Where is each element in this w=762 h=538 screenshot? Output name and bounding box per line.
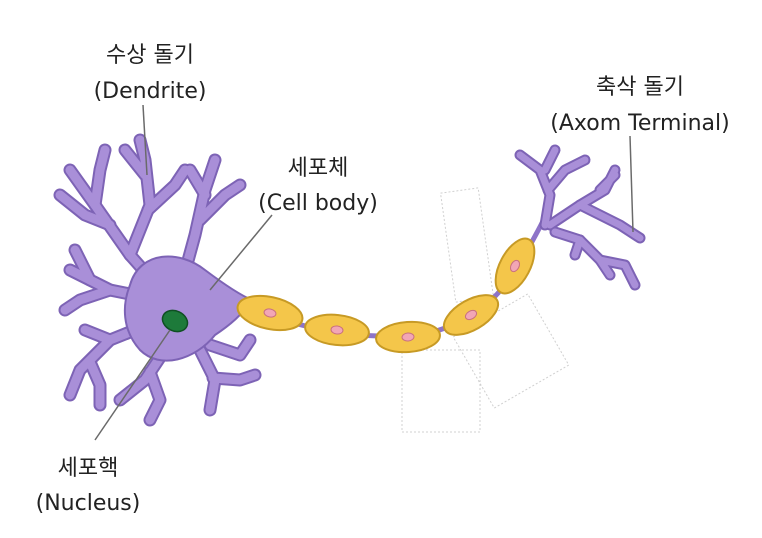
leader-nucleus	[94, 329, 171, 441]
background-ghost-shapes	[401, 187, 570, 433]
label-nucleus: 세포핵 (Nucleus)	[36, 456, 141, 516]
myelin-segment	[236, 294, 304, 332]
cell-body	[123, 255, 254, 362]
label-axon-terminal: 축삭 돌기 (Axom Terminal)	[550, 75, 729, 136]
myelin-segment	[442, 294, 500, 336]
axon-terminal	[514, 144, 646, 291]
leader-cell-body	[209, 214, 273, 291]
nucleus	[161, 309, 189, 333]
label-axon-terminal-english: (Axom Terminal)	[550, 111, 729, 136]
myelin-segment	[375, 320, 441, 354]
label-cell-body: 세포체 (Cell body)	[258, 156, 378, 216]
myelin-segment	[304, 313, 370, 347]
label-axon-terminal-korean: 축삭 돌기	[596, 75, 684, 100]
label-nucleus-english: (Nucleus)	[36, 491, 141, 516]
label-dendrite-korean: 수상 돌기	[106, 43, 194, 68]
label-nucleus-korean: 세포핵	[58, 456, 119, 481]
myelin-sheath	[236, 237, 536, 354]
label-dendrite-english: (Dendrite)	[94, 79, 207, 104]
label-cell-body-english: (Cell body)	[258, 191, 378, 216]
label-dendrite: 수상 돌기 (Dendrite)	[94, 43, 207, 104]
myelin-segment	[494, 237, 536, 295]
leader-lines	[94, 104, 634, 441]
dendrites	[53, 133, 262, 427]
leader-dendrite	[142, 104, 148, 176]
leader-axon-terminal	[629, 135, 634, 233]
label-cell-body-korean: 세포체	[288, 156, 349, 181]
